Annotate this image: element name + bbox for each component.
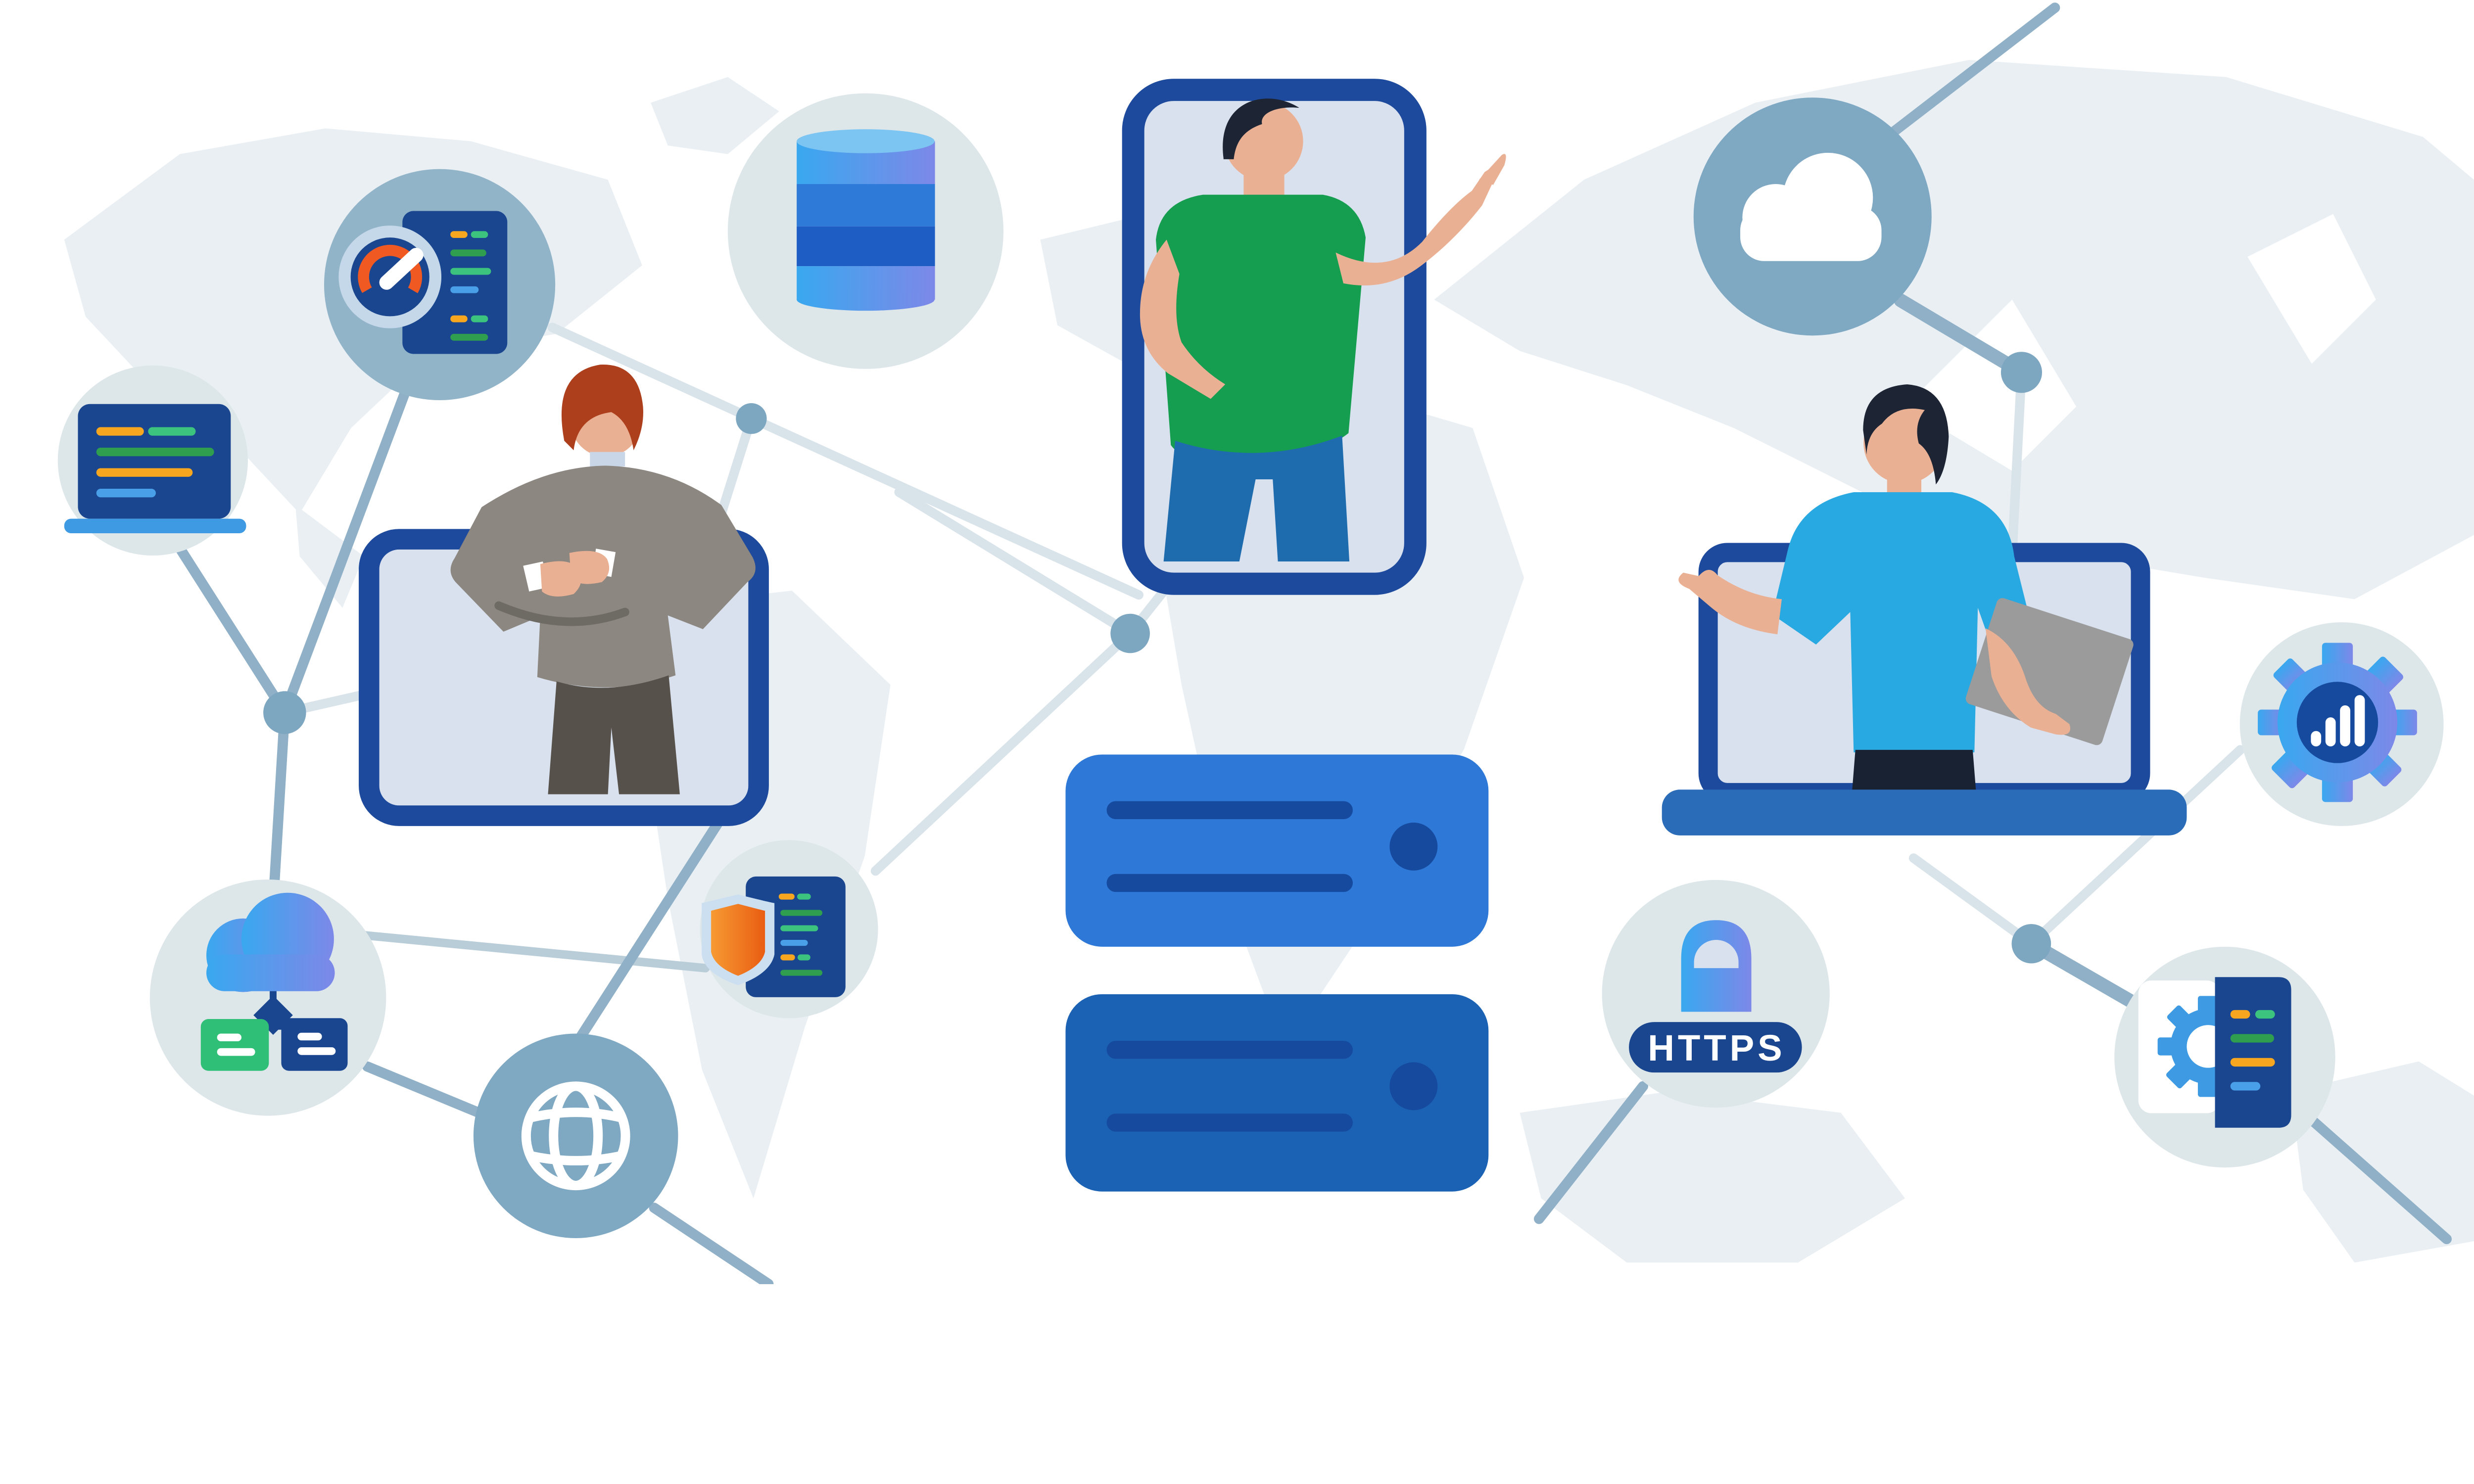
right-arm: [1985, 628, 2071, 735]
status-light: [1389, 822, 1438, 871]
database-cylinder-icon: [797, 129, 935, 311]
gear-bar-chart-icon: [2258, 643, 2417, 802]
globe-bubble: [473, 1033, 678, 1239]
cloud-icon: [1740, 152, 1882, 261]
suit-pants: [548, 675, 680, 794]
cloud-folder-network-icon: [200, 892, 348, 1071]
cloud-network-bubble: [149, 879, 386, 1116]
laptop-device: [1662, 384, 2187, 835]
jeans: [1163, 435, 1350, 562]
tablet-device: [359, 365, 769, 826]
shield-document-icon: [702, 876, 846, 997]
right-hand: [1479, 154, 1506, 185]
globe-icon: [521, 1081, 630, 1191]
gauge-report-icon: [338, 211, 508, 354]
analytics-gear-bubble: [2239, 622, 2444, 826]
node-dot: [736, 403, 767, 434]
cloud-bubble: [1693, 97, 1932, 336]
left-arm: [1140, 239, 1226, 399]
right-arm: [1335, 168, 1496, 286]
right-hand: [569, 551, 610, 584]
laptop-base: [1662, 789, 2187, 835]
document-settings-bubble: [2114, 946, 2335, 1168]
dark-pants: [1852, 749, 1976, 791]
padlock-icon: HTTPS: [1629, 920, 1802, 1073]
node-dot: [263, 691, 306, 734]
database-bubble: [727, 93, 1004, 369]
code-laptop-bubble: [57, 365, 248, 556]
node-dot: [1110, 613, 1150, 653]
businessman-gray-suit: [450, 365, 756, 794]
left-arm: [1678, 569, 1782, 635]
https-security-bubble: HTTPS: [1602, 880, 1830, 1108]
signal-bars-icon: [2311, 695, 2365, 746]
document-gear-icon: [2138, 977, 2291, 1128]
network-illustration: HTTPS: [57, 2, 2474, 1284]
server-stack: [1065, 754, 1489, 1192]
illustration-stage: HTTPS: [57, 2, 2474, 1284]
server-rack-bottom: [1065, 994, 1489, 1192]
https-label: HTTPS: [1648, 1027, 1785, 1068]
node-dot: [2000, 352, 2043, 393]
smartphone-device: [1122, 79, 1506, 595]
dashboard-gauge-bubble: [324, 169, 556, 400]
man-green-shirt: [1140, 98, 1506, 562]
secure-document-bubble: [700, 840, 878, 1019]
server-rack-top: [1065, 754, 1489, 947]
node-dot: [2011, 924, 2051, 964]
carried-notebook: [1965, 598, 2134, 745]
laptop-code-icon: [64, 404, 246, 534]
man-cyan-shirt: [1678, 384, 2134, 791]
status-light: [1389, 1062, 1438, 1111]
network-node-dots: [263, 352, 2051, 964]
